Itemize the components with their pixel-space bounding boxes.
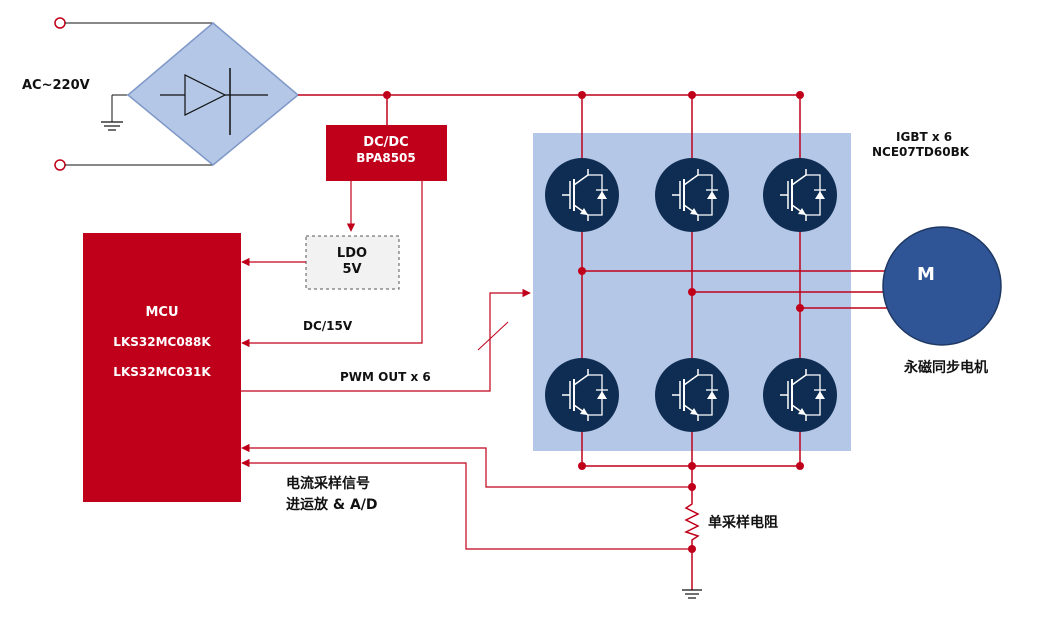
igbt-high-w-igbt-icon (763, 158, 837, 232)
ac-input-terminals (54, 17, 213, 171)
dcdc-label-line1: DC/DC (363, 135, 408, 150)
igbt-low-w-igbt-icon (763, 358, 837, 432)
diode-bridge-icon (126, 22, 300, 166)
phase-junctions (578, 267, 804, 312)
mcu-part2: LKS32MC031K (113, 365, 211, 379)
current-sense-label-line2: 进运放 & A/D (286, 496, 378, 513)
ldo-label-line2: 5V (342, 262, 361, 277)
dcdc-label-line2: BPA8505 (356, 151, 416, 165)
igbt-devices (545, 158, 837, 432)
ac-terminal-bottom (54, 159, 66, 171)
pwm-out-label: PWM OUT x 6 (340, 370, 431, 384)
dc15v-wire (241, 181, 423, 348)
motor-letter: M (917, 264, 935, 285)
pwm-bus-slash (477, 321, 509, 351)
igbt-low-u-igbt-icon (545, 358, 619, 432)
shunt-ground-icon (682, 549, 702, 599)
resistor-icon (684, 500, 700, 549)
igbt-high-v-igbt-icon (655, 158, 729, 232)
dc15v-label: DC/15V (303, 319, 353, 333)
mcu-block: MCU LKS32MC088K LKS32MC031K (83, 233, 241, 502)
shunt-resistor-label: 单采样电阻 (708, 514, 778, 531)
pwm-out-wire (241, 288, 531, 392)
low-side-bus (578, 462, 804, 500)
current-sense-label-line1: 电流采样信号 (286, 475, 370, 492)
ac-terminal-top (54, 17, 66, 29)
current-sense-wire-top (241, 443, 692, 488)
dc-bus (298, 91, 804, 125)
phase-output-wires (582, 270, 890, 309)
mcu-part1: LKS32MC088K (113, 335, 211, 349)
phase-leg-wires (581, 95, 801, 466)
igbt-low-v-igbt-icon (655, 358, 729, 432)
igbt-label-line1: IGBT x 6 (896, 130, 952, 144)
ac-input-label: AC~220V (22, 78, 90, 93)
dcdc-converter-block: DC/DC BPA8505 (326, 125, 447, 181)
igbt-high-u-igbt-icon (545, 158, 619, 232)
mcu-title: MCU (145, 305, 178, 320)
igbt-label-line2: NCE07TD60BK (872, 145, 970, 159)
ldo-block: LDO 5V (305, 235, 400, 290)
current-sense-wire-bottom (241, 458, 692, 550)
bridge-ground-icon (101, 94, 128, 131)
motor-icon: M (882, 226, 1002, 346)
ldo-label-line1: LDO (337, 246, 367, 261)
motor-name-label: 永磁同步电机 (903, 359, 988, 376)
